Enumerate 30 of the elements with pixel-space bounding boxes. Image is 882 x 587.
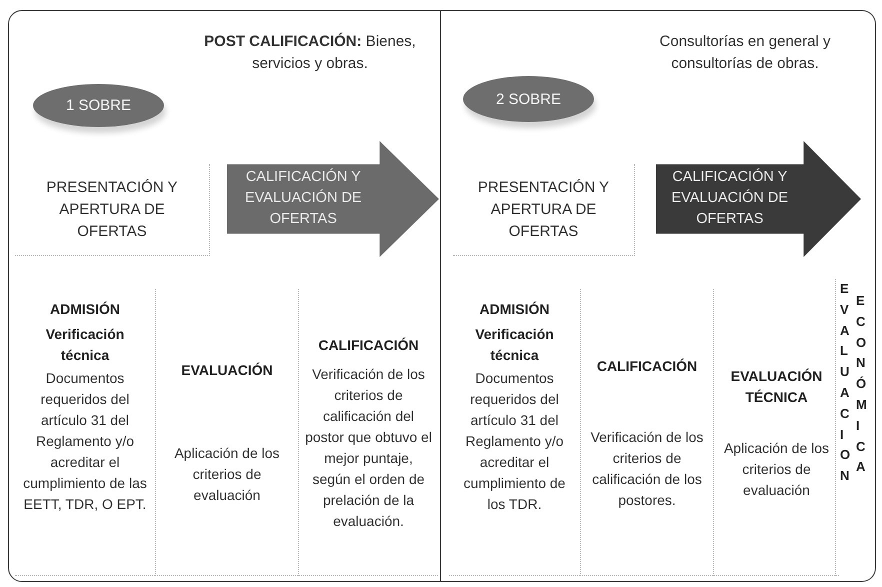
process-step-shape: CALIFICACIÓN Y EVALUACIÓN DE OFERTAS xyxy=(227,141,439,257)
stage-label: PRESENTACIÓN Y APERTURA DE OFERTAS xyxy=(15,164,210,256)
column-text: Verificación de los criterios de calificación del postor que obtuvo el mejor puntaje, según el orden de prelación de la evaluación. xyxy=(305,364,432,530)
column-text: Aplicación de los criterios de evaluación xyxy=(722,438,830,500)
column-text: Documentos requeridos del artículo 31 del Reglamento y/o acreditar el cumplimiento de los TDR. xyxy=(462,369,566,514)
process-step-shape: CALIFICACIÓN Y EVALUACIÓN DE OFERTAS xyxy=(656,141,861,257)
column-heading: Verificación técnica xyxy=(474,325,555,365)
column-text: Documentos requeridos del artículo 31 del Reglamento y/o acreditar el cumplimiento de las EETT, TDR, O EPT. xyxy=(22,369,148,514)
vertical-heading: ECONÓMICA xyxy=(856,292,869,476)
column-heading: EVALUACIÓN TÉCNICA xyxy=(730,366,824,406)
vertical-heading: EVALUACION xyxy=(840,280,853,486)
criteria-column xyxy=(155,289,298,576)
column-heading: CALIFICACIÓN xyxy=(317,336,420,354)
panel-heading: Consultorías en general y consultorías de obras. xyxy=(658,32,832,74)
column-text: Verificación de los criterios de calificación de los postores. xyxy=(590,428,704,510)
column-heading: ADMISIÓN xyxy=(49,300,121,319)
column-heading: CALIFICACIÓN xyxy=(596,356,698,376)
column-heading: Verificación técnica xyxy=(44,325,126,365)
criteria-column xyxy=(713,289,839,576)
column-heading: ADMISIÓN xyxy=(478,300,550,319)
stage-label: PRESENTACIÓN Y APERTURA DE OFERTAS xyxy=(453,164,635,256)
envelope-ellipse: 1 SOBRE xyxy=(33,84,164,127)
panel xyxy=(441,10,876,582)
criteria-column xyxy=(298,289,438,576)
panel-heading: POST CALIFICACIÓN: Bienes, servicios y obras. xyxy=(203,32,417,74)
column-heading: EVALUACIÓN xyxy=(180,361,274,380)
panel xyxy=(8,10,441,582)
criteria-column xyxy=(580,289,713,576)
envelope-ellipse: 2 SOBRE xyxy=(463,76,594,122)
column-text: Aplicación de los criterios de evaluación xyxy=(173,444,281,505)
